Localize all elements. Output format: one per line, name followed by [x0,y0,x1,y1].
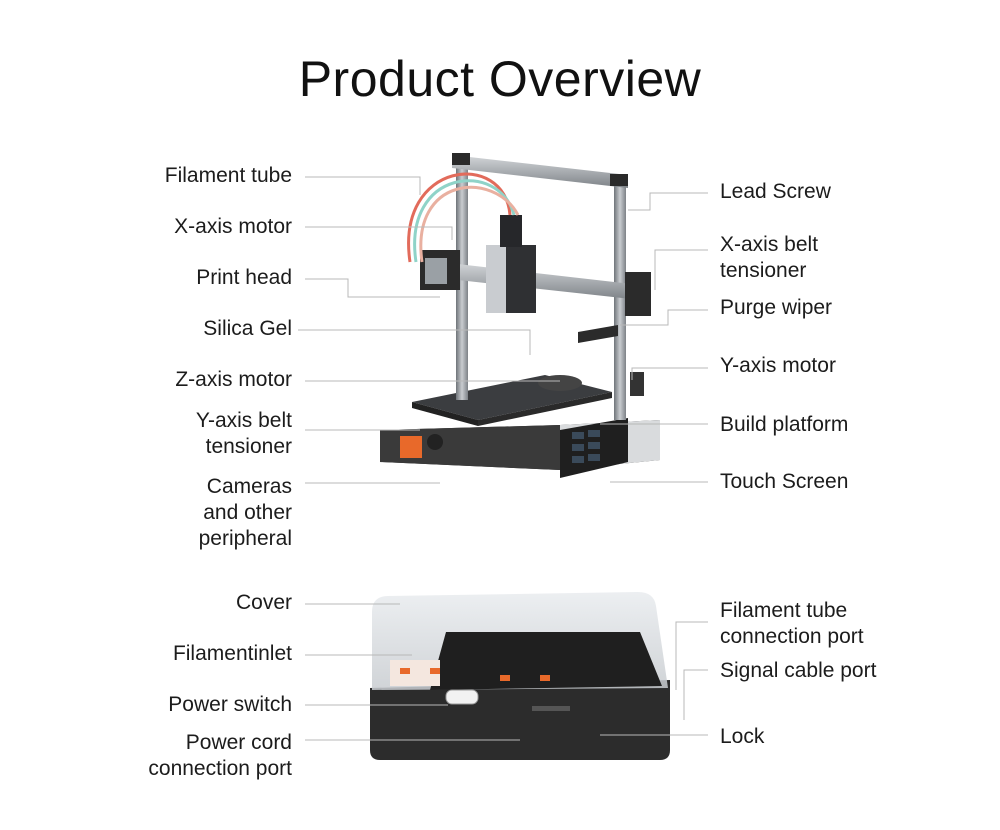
label-lock: Lock [720,725,765,748]
label-x-axis-belt-tensioner: X-axis belt tensioner [720,233,819,282]
power-switch [445,689,479,705]
label-filament-inlet: Filamentinlet [172,642,292,665]
hub-body [370,680,670,760]
label-y-axis-motor: Y-axis motor [720,354,836,377]
hub-leader-lines [305,603,708,741]
label-z-axis-motor: Z-axis motor [175,368,292,391]
printer-leader-lines [298,176,708,484]
top-bar [452,155,628,188]
left-upright [456,162,468,400]
label-lead-screw: Lead Screw [720,180,831,203]
right-upright [614,180,626,420]
label-filament-tube-port: Filament tube connection port [720,599,864,648]
label-cameras-peripheral: Cameras and other peripheral [198,475,292,550]
filament-hub-illustration [370,592,670,760]
label-build-platform: Build platform [720,413,849,436]
hub-brand-plate [532,706,570,711]
label-purge-wiper: Purge wiper [720,296,833,319]
label-power-switch: Power switch [168,693,292,716]
label-signal-cable-port: Signal cable port [720,659,877,682]
label-power-cord-port: Power cord connection port [148,731,292,780]
label-cover: Cover [235,591,292,614]
x-belt-tensioner [625,272,651,316]
base-orange-knob-housing [400,436,422,458]
printer-illustration [380,153,660,478]
label-x-axis-motor: X-axis motor [174,215,292,238]
label-silica-gel: Silica Gel [203,317,292,340]
y-axis-motor [630,372,644,396]
page-title: Product Overview [298,51,702,107]
label-touch-screen: Touch Screen [720,470,849,493]
x-gantry [440,262,640,300]
label-filament-tube: Filament tube [164,164,292,187]
label-y-axis-belt-tensioner: Y-axis belt tensioner [195,409,292,458]
label-print-head: Print head [196,266,292,289]
z-axis-motor [538,375,582,391]
purge-wiper [578,325,618,343]
